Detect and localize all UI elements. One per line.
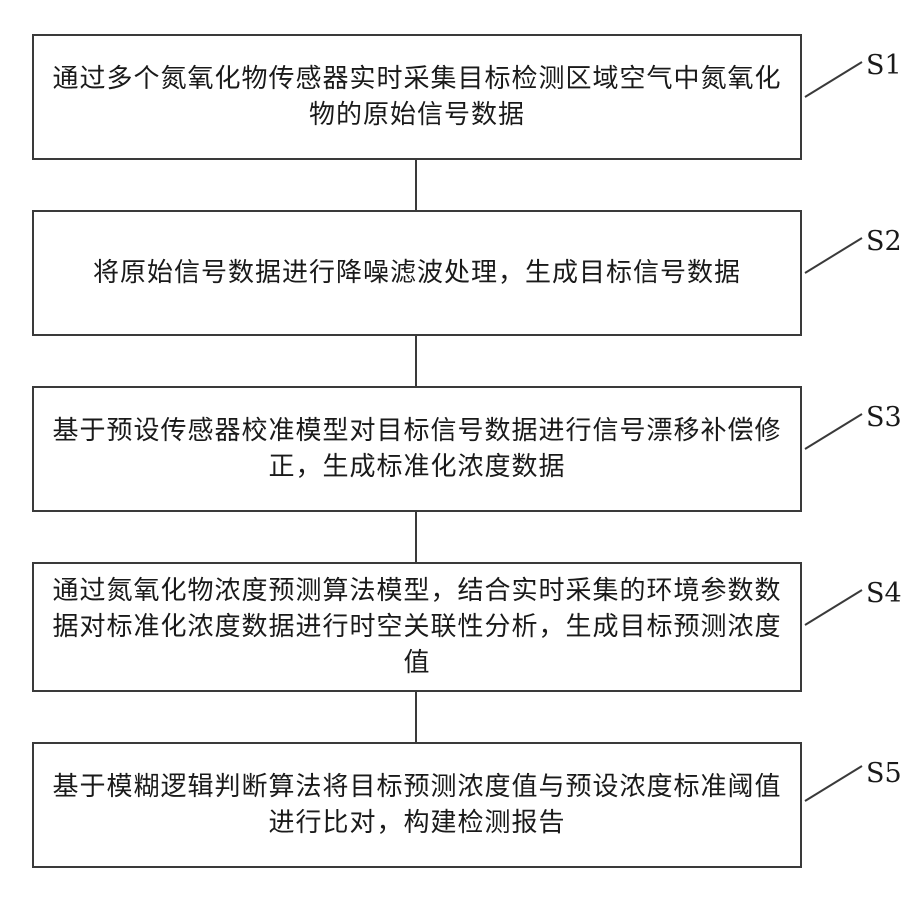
step-text-s5: 基于模糊逻辑判断算法将目标预测浓度值与预设浓度标准阈值进行比对，构建检测报告	[34, 769, 800, 841]
leader-line-s3	[805, 414, 862, 449]
step-label-s4: S4	[866, 578, 902, 609]
step-box-s2: 将原始信号数据进行降噪滤波处理，生成目标信号数据	[32, 210, 802, 336]
step-box-s4: 通过氮氧化物浓度预测算法模型，结合实时采集的环境参数数据对标准化浓度数据进行时空…	[32, 562, 802, 692]
step-box-s3: 基于预设传感器校准模型对目标信号数据进行信号漂移补偿修正，生成标准化浓度数据	[32, 386, 802, 512]
step-text-s4: 通过氮氧化物浓度预测算法模型，结合实时采集的环境参数数据对标准化浓度数据进行时空…	[34, 573, 800, 681]
step-box-s1: 通过多个氮氧化物传感器实时采集目标检测区域空气中氮氧化物的原始信号数据	[32, 34, 802, 160]
step-label-s2: S2	[866, 226, 902, 257]
step-text-s3: 基于预设传感器校准模型对目标信号数据进行信号漂移补偿修正，生成标准化浓度数据	[34, 413, 800, 485]
step-label-s3: S3	[866, 402, 902, 433]
step-box-s5: 基于模糊逻辑判断算法将目标预测浓度值与预设浓度标准阈值进行比对，构建检测报告	[32, 742, 802, 868]
step-label-s5: S5	[866, 758, 902, 789]
step-label-s1: S1	[866, 50, 902, 81]
leader-line-s5	[805, 766, 862, 801]
step-text-s2: 将原始信号数据进行降噪滤波处理，生成目标信号数据	[75, 255, 759, 291]
leader-line-s2	[805, 238, 862, 273]
leader-line-s4	[805, 590, 862, 625]
step-text-s1: 通过多个氮氧化物传感器实时采集目标检测区域空气中氮氧化物的原始信号数据	[34, 61, 800, 133]
leader-line-s1	[805, 62, 862, 97]
